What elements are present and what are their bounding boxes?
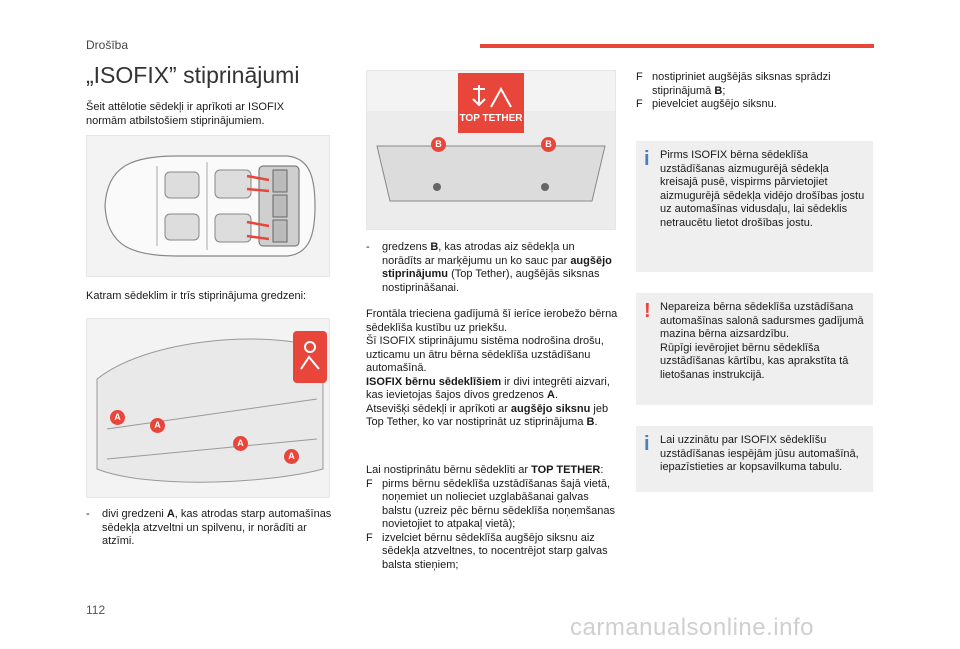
item-marker: - — [366, 241, 370, 253]
ring-a-badge: A — [150, 418, 165, 433]
list-item-ring-a: - divi gredzeni A, kas atrodas starp aut… — [86, 508, 332, 547]
top-tether-label: TOP TETHER — [459, 113, 523, 124]
info-note-table: i Lai uzzinātu par ISOFIX sēdeklīšu uzst… — [636, 426, 873, 492]
warning-note: ! Nepareiza bērna sēdeklīša uzstādīšana … — [636, 293, 873, 405]
ring-b-badge: B — [431, 137, 446, 152]
watermark: carmanualsonline.info — [570, 614, 814, 641]
info-note-seatbelt: i Pirms ISOFIX bērna sēdeklīša uzstādīša… — [636, 141, 873, 272]
page-title: „ISOFIX” stiprinājumi — [86, 62, 300, 88]
page-number: 112 — [86, 603, 106, 617]
top-tether-illustration: TOP TETHER B B — [366, 70, 616, 230]
top-tether-instructions: Lai nostiprinātu bērnu sēdeklīti ar TOP … — [366, 464, 615, 571]
ring-a-badge: A — [110, 410, 125, 425]
car-topview-illustration — [86, 135, 330, 277]
rings-intro: Katram sēdeklim ir trīs stiprinājuma gre… — [86, 290, 307, 302]
frontal-impact-text: Frontāla trieciena gadījumā šī ierīce ie… — [366, 308, 618, 428]
rear-seat-illustration: A A A A — [86, 318, 330, 498]
ring-a-badge: A — [233, 436, 248, 451]
info-icon: i — [644, 148, 650, 170]
warning-icon: ! — [644, 300, 651, 322]
ring-b-badge: B — [541, 137, 556, 152]
section-label: Drošība — [86, 38, 129, 52]
intro-text: Šeit attēlotie sēdekļi ir aprīkoti ar IS… — [86, 101, 285, 127]
section-accent-bar — [480, 44, 874, 48]
bullet-icon: F — [366, 477, 373, 490]
bullet-icon: F — [636, 71, 643, 83]
item-marker: - — [86, 508, 90, 520]
info-icon: i — [644, 433, 650, 455]
list-item-ring-b: - gredzens B, kas atrodas aiz sēdekļa un… — [366, 241, 612, 294]
bullet-icon: F — [366, 531, 373, 544]
ring-a-badge: A — [284, 449, 299, 464]
top-tether-symbol — [458, 73, 524, 133]
bullet-icon: F — [636, 98, 643, 110]
